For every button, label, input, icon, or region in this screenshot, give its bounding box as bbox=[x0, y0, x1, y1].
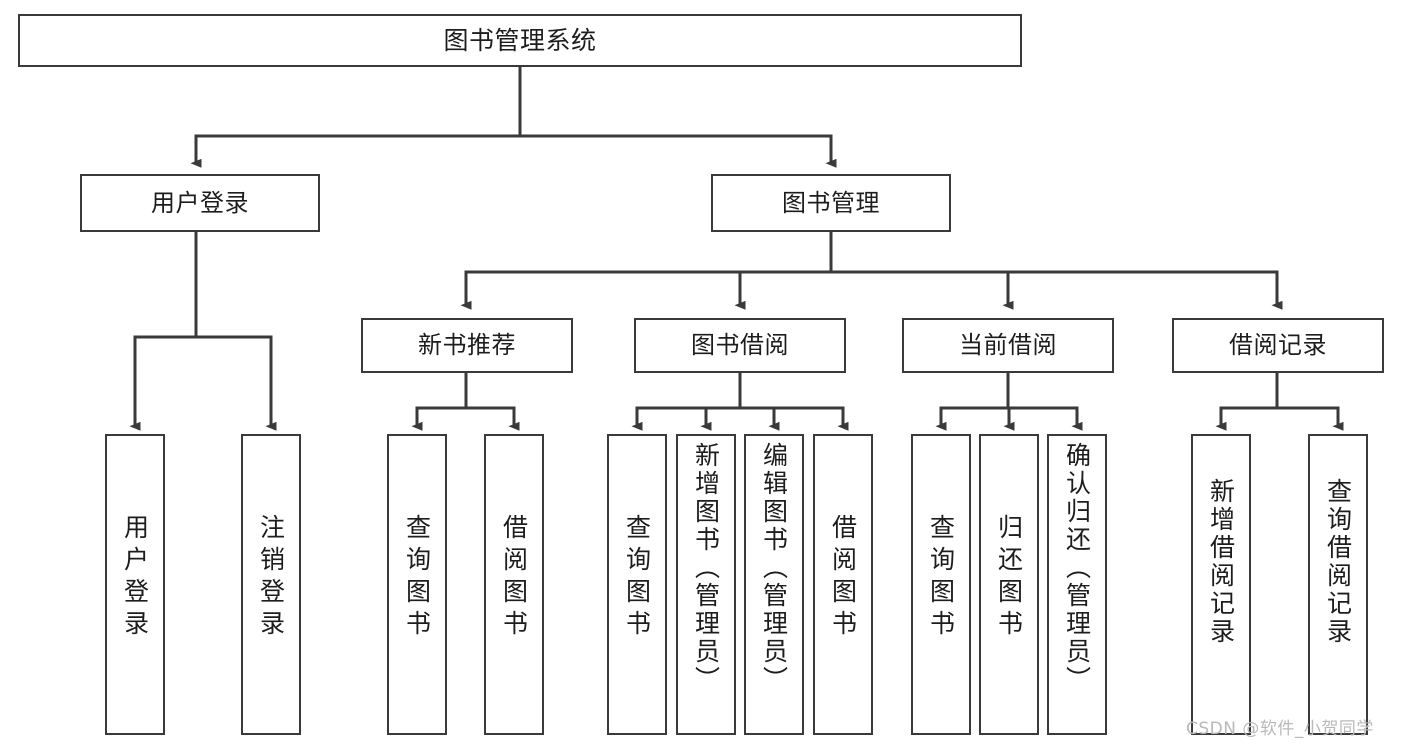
node-label: 用户登录 bbox=[120, 514, 150, 642]
node-label: 查询图书 bbox=[926, 514, 956, 642]
node-label: 当前借阅 bbox=[959, 331, 1057, 360]
node-borrow-records[interactable]: 借阅记录 bbox=[1172, 318, 1384, 373]
leaf-edit-book-admin[interactable]: 编辑图书（管理员） bbox=[744, 434, 804, 735]
node-label: 查询图书 bbox=[622, 514, 652, 642]
leaf-query-book-recommend[interactable]: 查询图书 bbox=[387, 434, 447, 735]
leaf-add-book-admin[interactable]: 新增图书（管理员） bbox=[676, 434, 736, 735]
node-label: 编辑图书（管理员） bbox=[759, 442, 789, 694]
node-new-book-recommend[interactable]: 新书推荐 bbox=[361, 318, 573, 373]
csdn-watermark: CSDN @软件_小贺同学 bbox=[1186, 719, 1374, 739]
leaf-query-book-borrow[interactable]: 查询图书 bbox=[607, 434, 667, 735]
node-label: 查询图书 bbox=[402, 514, 432, 642]
node-label: 新增图书（管理员） bbox=[691, 442, 721, 694]
leaf-borrow-book-recommend[interactable]: 借阅图书 bbox=[484, 434, 544, 735]
node-label: 确认归还（管理员） bbox=[1062, 442, 1092, 694]
node-label: 查询借阅记录 bbox=[1323, 478, 1353, 646]
node-label: 借阅图书 bbox=[828, 514, 858, 642]
leaf-add-borrow-record[interactable]: 新增借阅记录 bbox=[1191, 434, 1251, 735]
node-label: 图书管理系统 bbox=[443, 25, 597, 55]
node-label: 注销登录 bbox=[256, 514, 286, 642]
leaf-query-borrow-record[interactable]: 查询借阅记录 bbox=[1308, 434, 1368, 735]
node-label: 借阅记录 bbox=[1229, 331, 1327, 360]
node-label: 借阅图书 bbox=[499, 514, 529, 642]
node-root-system[interactable]: 图书管理系统 bbox=[18, 14, 1022, 67]
node-label: 图书借阅 bbox=[691, 331, 789, 360]
leaf-return-book[interactable]: 归还图书 bbox=[979, 434, 1039, 735]
node-book-borrow[interactable]: 图书借阅 bbox=[634, 318, 846, 373]
leaf-user-login[interactable]: 用户登录 bbox=[105, 434, 165, 735]
node-book-management[interactable]: 图书管理 bbox=[711, 174, 951, 232]
leaf-logout[interactable]: 注销登录 bbox=[241, 434, 301, 735]
leaf-borrow-book[interactable]: 借阅图书 bbox=[813, 434, 873, 735]
node-user-login[interactable]: 用户登录 bbox=[80, 174, 320, 232]
node-label: 新增借阅记录 bbox=[1206, 478, 1236, 646]
leaf-confirm-return-admin[interactable]: 确认归还（管理员） bbox=[1047, 434, 1107, 735]
node-label: 图书管理 bbox=[782, 188, 880, 217]
node-label: 新书推荐 bbox=[418, 331, 516, 360]
node-label: 用户登录 bbox=[151, 188, 249, 217]
leaf-query-book-current[interactable]: 查询图书 bbox=[911, 434, 971, 735]
node-current-borrow[interactable]: 当前借阅 bbox=[902, 318, 1114, 373]
node-label: 归还图书 bbox=[994, 514, 1024, 642]
